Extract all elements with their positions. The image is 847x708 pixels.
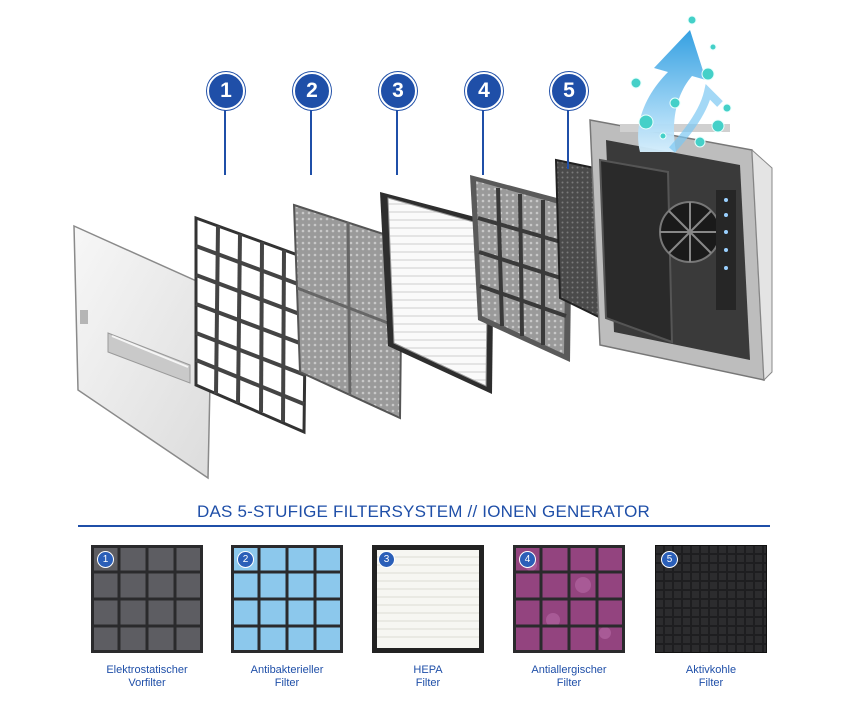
stage-badge-1: 1 (207, 72, 245, 110)
purifier-housing (589, 119, 773, 382)
stage-badge-2: 2 (293, 72, 331, 110)
filter-tile-5: 5 (655, 545, 767, 653)
caption-stage-4-line2: Filter (556, 677, 582, 689)
filter-4-antiallergic (470, 175, 572, 362)
caption-stage-5: Aktivkohle Filter (636, 664, 786, 690)
leader-line-1 (224, 103, 226, 175)
leader-line-4 (482, 103, 484, 175)
tile-badge-3: 3 (378, 551, 395, 568)
caption-stage-1-line2: Vorfilter (128, 677, 166, 689)
caption-stage-4-line1: Antiallergischer (531, 664, 607, 676)
leader-line-3 (396, 103, 398, 175)
caption-stage-5-line1: Aktivkohle (685, 664, 737, 676)
caption-stage-2-line2: Filter (274, 677, 300, 689)
stage-badge-5: 5 (550, 72, 588, 110)
section-headline: DAS 5-STUFIGE FILTERSYSTEM // IONEN GENE… (197, 502, 650, 521)
caption-stage-3-line2: Filter (415, 677, 441, 689)
tile-badge-2: 2 (237, 551, 254, 568)
caption-stage-5-line2: Filter (698, 677, 724, 689)
filter-tile-3: 3 (372, 545, 484, 653)
tile-badge-4: 4 (519, 551, 536, 568)
headline-divider (78, 525, 770, 527)
caption-stage-2-line1: Antibakterieller (250, 664, 324, 676)
caption-stage-3: HEPA Filter (353, 664, 503, 690)
front-panel (73, 224, 213, 480)
exploded-filter-illustration (73, 15, 773, 480)
caption-stage-3-line1: HEPA (413, 664, 443, 676)
filter-3-hepa (380, 192, 494, 394)
ion-bubble-icon (630, 15, 732, 148)
caption-stage-1-line1: Elektrostatischer (106, 664, 188, 676)
filter-2-antibacterial (292, 203, 404, 420)
stage-badge-3: 3 (379, 72, 417, 110)
caption-stage-1: Elektrostatischer Vorfilter (72, 664, 222, 690)
filter-1-prefilter (194, 215, 308, 435)
caption-stage-4: Antiallergischer Filter (494, 664, 644, 690)
tile-badge-5: 5 (661, 551, 678, 568)
filter-tile-4: 4 (513, 545, 625, 653)
filter-tile-2: 2 (231, 545, 343, 653)
tile-badge-1: 1 (97, 551, 114, 568)
leader-line-2 (310, 103, 312, 175)
airflow-arrow-icon (638, 30, 723, 153)
leader-line-5 (567, 103, 569, 169)
filter-tile-1: 1 (91, 545, 203, 653)
stage-badge-4: 4 (465, 72, 503, 110)
caption-stage-2: Antibakterieller Filter (212, 664, 362, 690)
